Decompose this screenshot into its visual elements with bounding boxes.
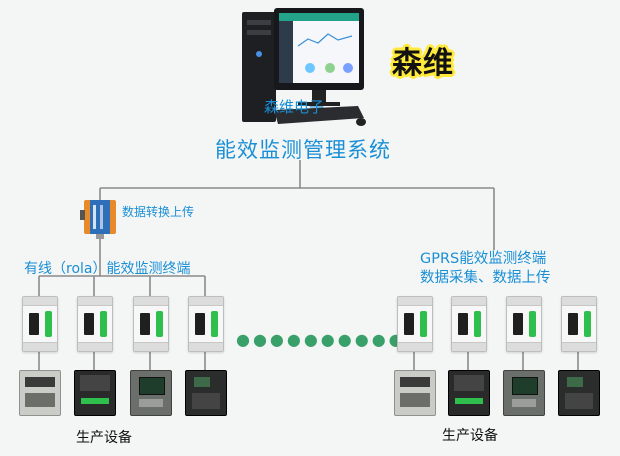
logo: 森维	[392, 38, 454, 82]
energy-meter-icon	[188, 296, 224, 352]
gprs-terminal-title: GPRS能效监测终端	[420, 251, 547, 267]
energy-meter-icon	[561, 296, 597, 352]
brand-name: 森维电子	[264, 98, 325, 116]
production-device-icon	[558, 370, 600, 416]
energy-meter-icon	[22, 296, 58, 352]
production-device-icon	[74, 370, 116, 416]
wired-terminal-label: 有线（rola）能效监测终端	[24, 261, 191, 277]
energy-meter-icon	[506, 296, 542, 352]
production-device-icon	[19, 370, 61, 416]
converter-label: 数据转换上传	[122, 205, 195, 219]
production-device-icon	[130, 370, 172, 416]
data-converter-icon	[80, 200, 116, 239]
system-title: 能效监测管理系统	[215, 138, 391, 162]
gprs-terminal-subtitle: 数据采集、数据上传	[420, 270, 551, 286]
ellipsis-connector: ●●●●●●●●●●●	[236, 330, 423, 349]
energy-meter-icon	[77, 296, 113, 352]
production-device-icon	[503, 370, 545, 416]
production-device-icon	[185, 370, 227, 416]
production-equipment-label-left: 生产设备	[76, 430, 132, 446]
production-equipment-label-right: 生产设备	[442, 428, 498, 444]
energy-meter-icon	[451, 296, 487, 352]
energy-meter-icon	[133, 296, 169, 352]
gprs-terminal-label: GPRS能效监测终端 数据采集、数据上传	[420, 250, 551, 288]
logo-text: 森维	[392, 46, 454, 81]
energy-meter-icon	[397, 296, 433, 352]
production-device-icon	[448, 370, 490, 416]
production-device-icon	[394, 370, 436, 416]
computer-icon	[242, 8, 366, 126]
